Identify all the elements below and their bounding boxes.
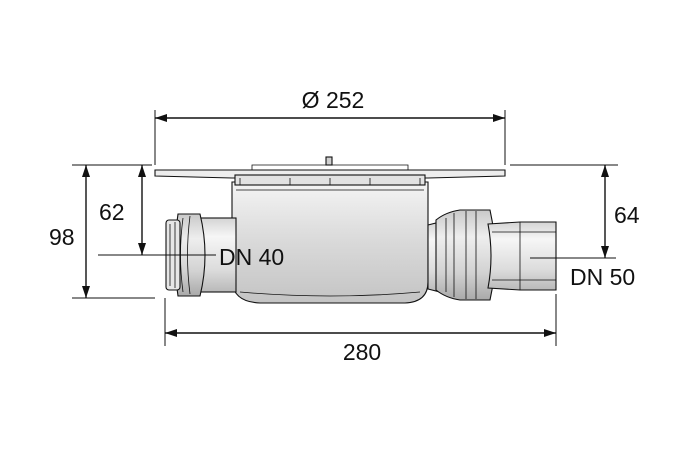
drain-body — [231, 181, 429, 304]
outlet-connection — [427, 209, 557, 301]
inlet-label: DN 40 — [219, 244, 284, 270]
height-inlet-label: 62 — [99, 199, 125, 225]
length-label: 280 — [343, 339, 381, 365]
diameter-label: Ø 252 — [302, 87, 365, 113]
grate-knob — [325, 156, 333, 166]
height-total-label: 98 — [49, 224, 75, 250]
drain-assembly — [154, 156, 557, 304]
height-outlet-label: 64 — [614, 202, 640, 228]
outlet-label: DN 50 — [570, 264, 635, 290]
